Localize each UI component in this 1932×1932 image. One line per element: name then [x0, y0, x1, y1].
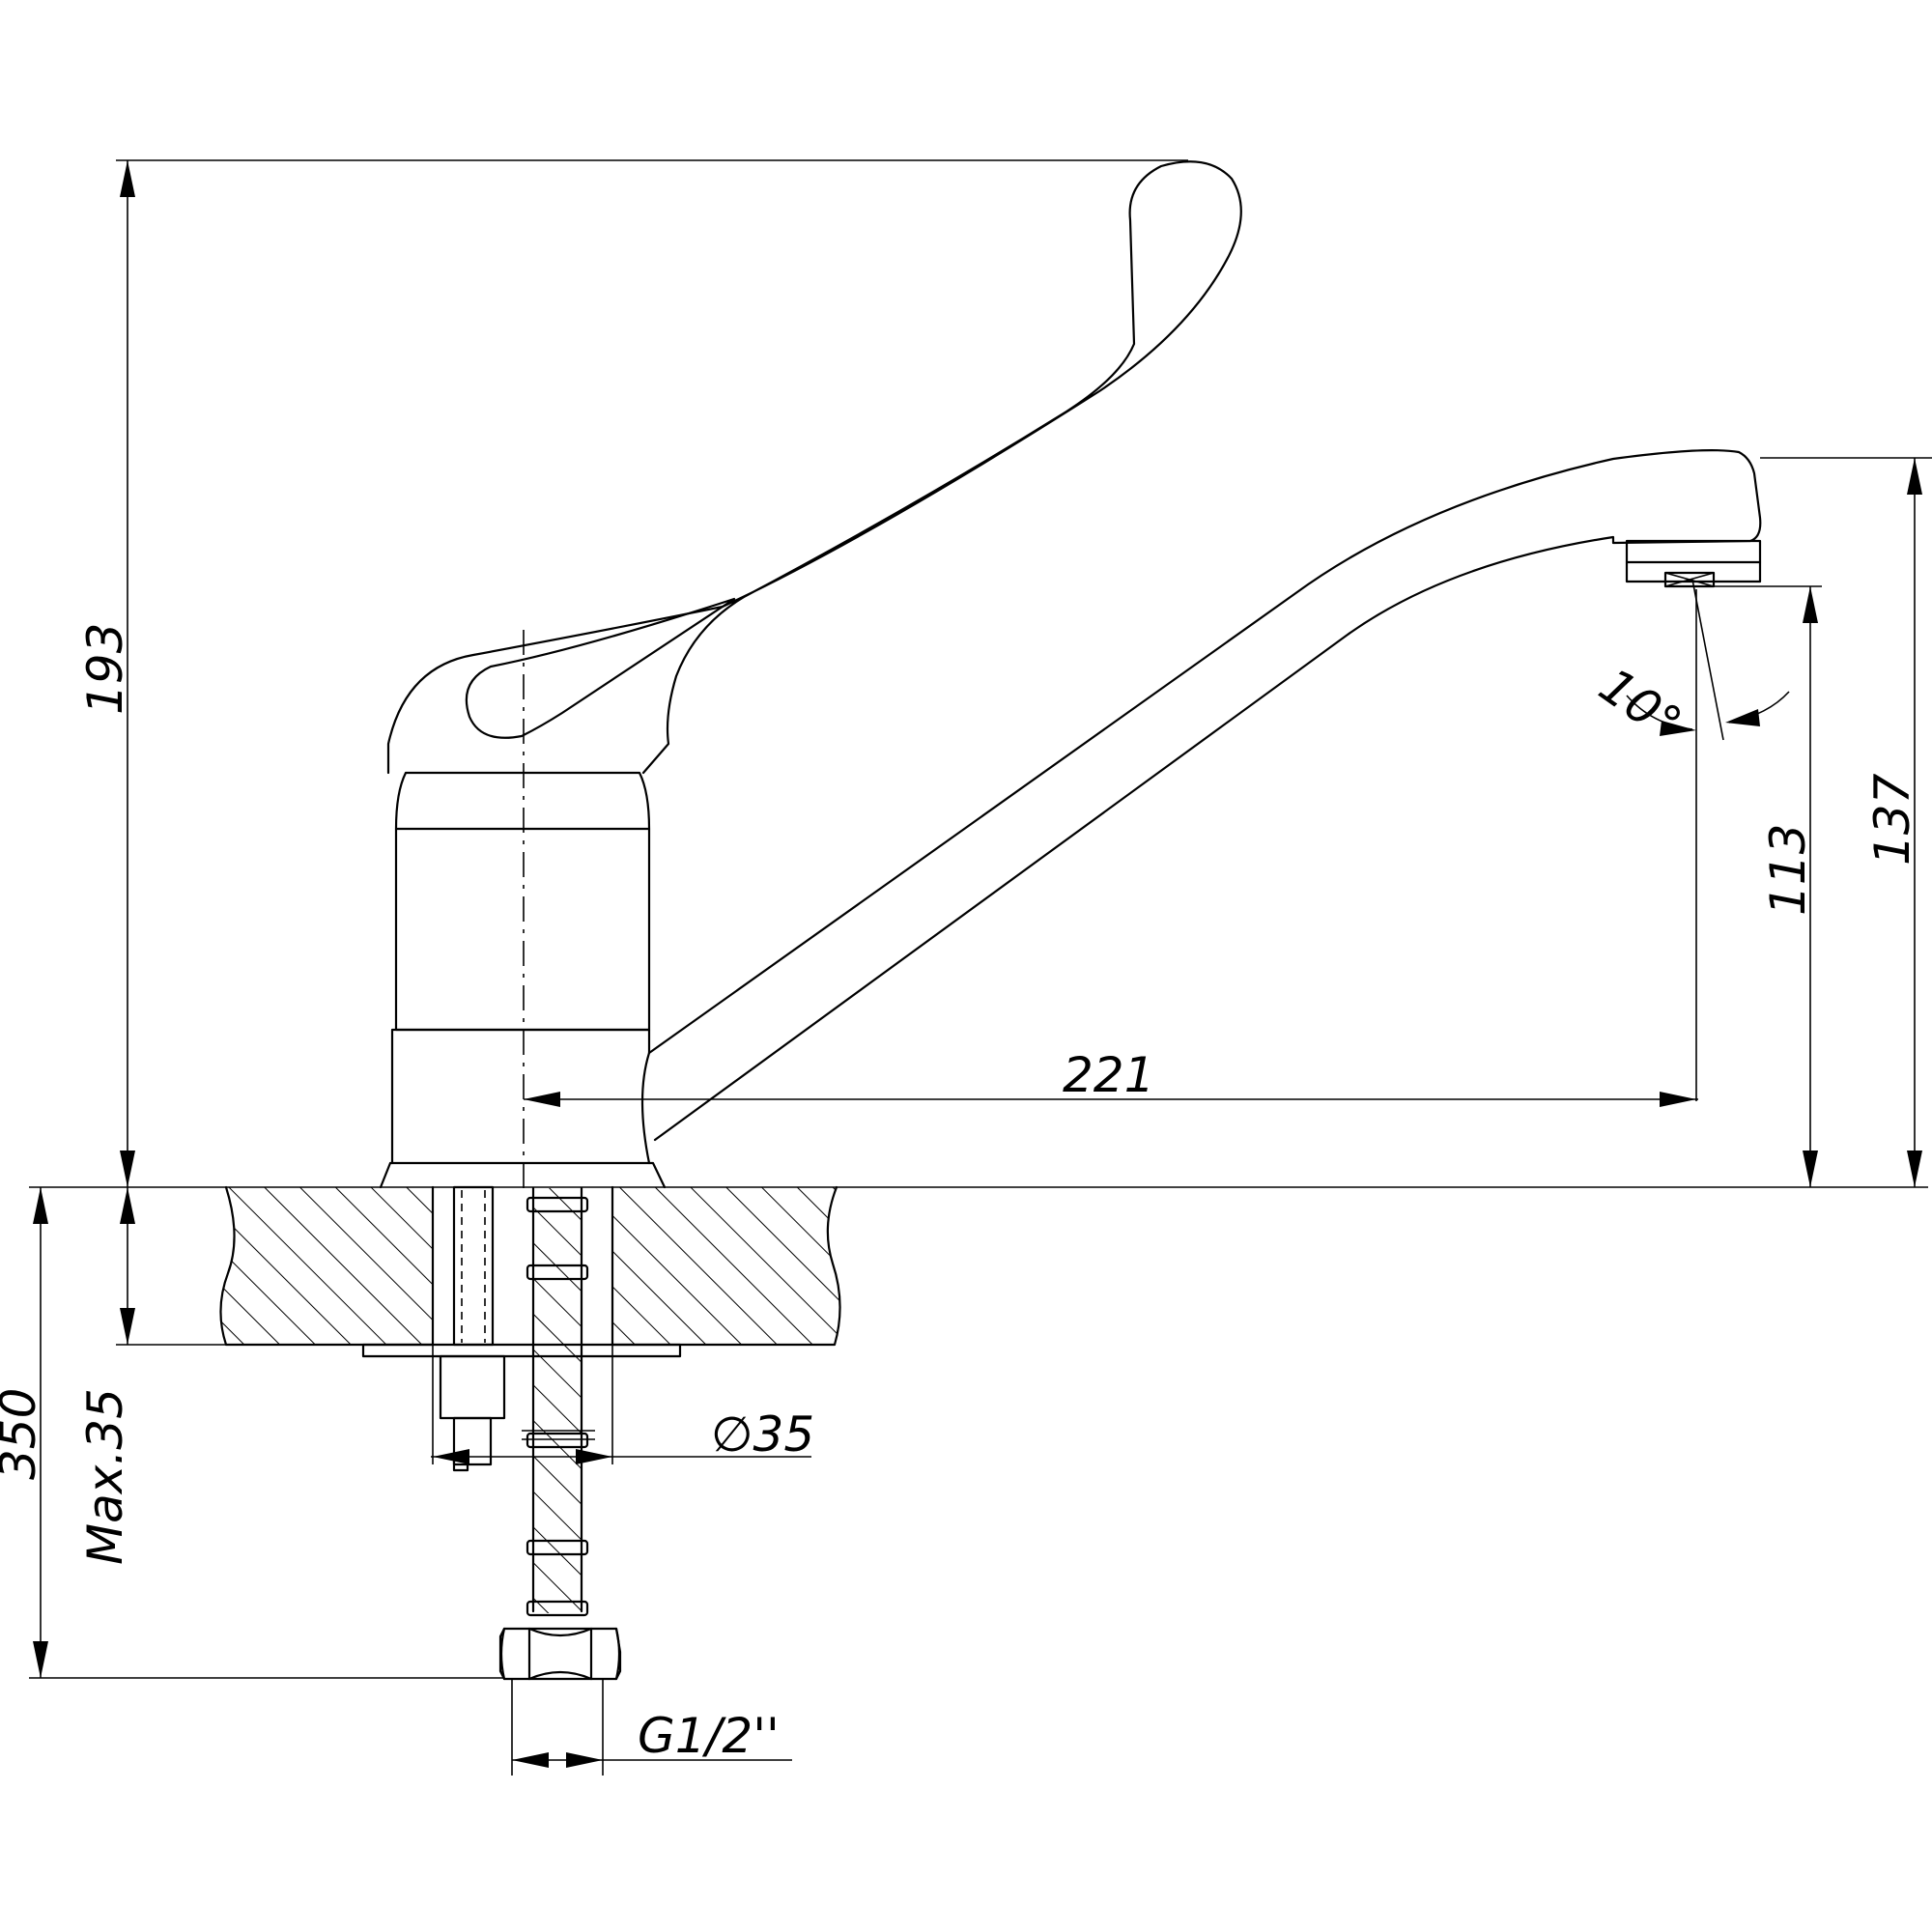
dimension-lines	[29, 159, 1932, 1776]
dim-label-connection-thread: G1/2''	[638, 1708, 780, 1764]
dim-label-outlet-height: 113	[1760, 824, 1816, 916]
dim-label-outlet-angle: 10°	[1589, 657, 1691, 752]
dim-label-max-countertop: Max.35	[77, 1388, 133, 1565]
faucet-body	[379, 771, 667, 1189]
dim-label-spout-reach: 221	[1063, 1047, 1154, 1103]
flexible-hose	[498, 1186, 622, 1681]
lever-handle	[386, 160, 1242, 775]
dim-label-mounting-hole: ∅35	[711, 1406, 814, 1463]
dim-label-total-height: 193	[77, 623, 133, 715]
dim-label-spout-height: 137	[1864, 773, 1920, 866]
spout	[647, 449, 1762, 1142]
dimension-labels: 193 Max.35 350 221 113 137 10° ∅35 G1/2'…	[0, 623, 1920, 1764]
arrowheads	[33, 160, 1922, 1768]
dim-label-hose-length: 350	[0, 1388, 46, 1480]
countertop-section	[219, 1185, 841, 1358]
